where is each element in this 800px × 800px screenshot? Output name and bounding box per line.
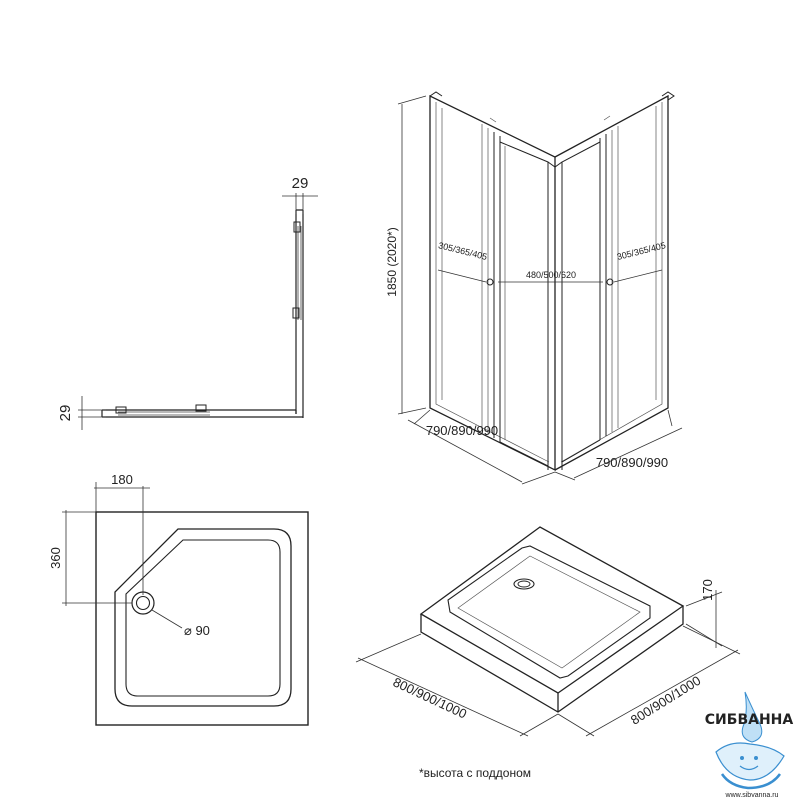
right-door-width-label: 305/365/405	[616, 240, 667, 262]
tray-corner-y-label: 360	[48, 547, 63, 569]
tray-isometric-view: 170 800/900/1000 800/900/1000	[355, 526, 741, 737]
footnote-text: *высота с поддоном	[419, 766, 531, 780]
drain-diameter-label: ⌀ 90	[184, 623, 210, 638]
cabin-isometric-view: 305/365/405 480/500/620 305/365/405 1850…	[385, 91, 683, 485]
cabin-width-right-label: 790/890/990	[596, 455, 668, 470]
logo-brand-text: СИБВАННА	[705, 712, 794, 728]
tray-corner-x-label: 180	[111, 472, 133, 487]
cabin-height-label: 1850 (2020*)	[385, 227, 399, 296]
brand-logo: СИБВАННА www.sibvanna.ru	[705, 691, 794, 799]
left-door-width-label: 305/365/405	[437, 240, 488, 262]
tray-height-label: 170	[700, 579, 715, 601]
logo-url-text: www.sibvanna.ru	[725, 792, 779, 799]
center-door-width-label: 480/500/620	[526, 270, 576, 280]
tray-width-left-label: 800/900/1000	[391, 674, 469, 721]
profile-height-label: 29	[57, 405, 74, 422]
profile-width-label: 29	[292, 175, 309, 192]
tray-width-right-label: 800/900/1000	[628, 673, 703, 728]
top-view-profile: 29 29	[57, 175, 318, 430]
tray-top-view: 180 360 ⌀ 90	[48, 472, 309, 726]
cabin-width-left-label: 790/890/990	[426, 423, 498, 438]
